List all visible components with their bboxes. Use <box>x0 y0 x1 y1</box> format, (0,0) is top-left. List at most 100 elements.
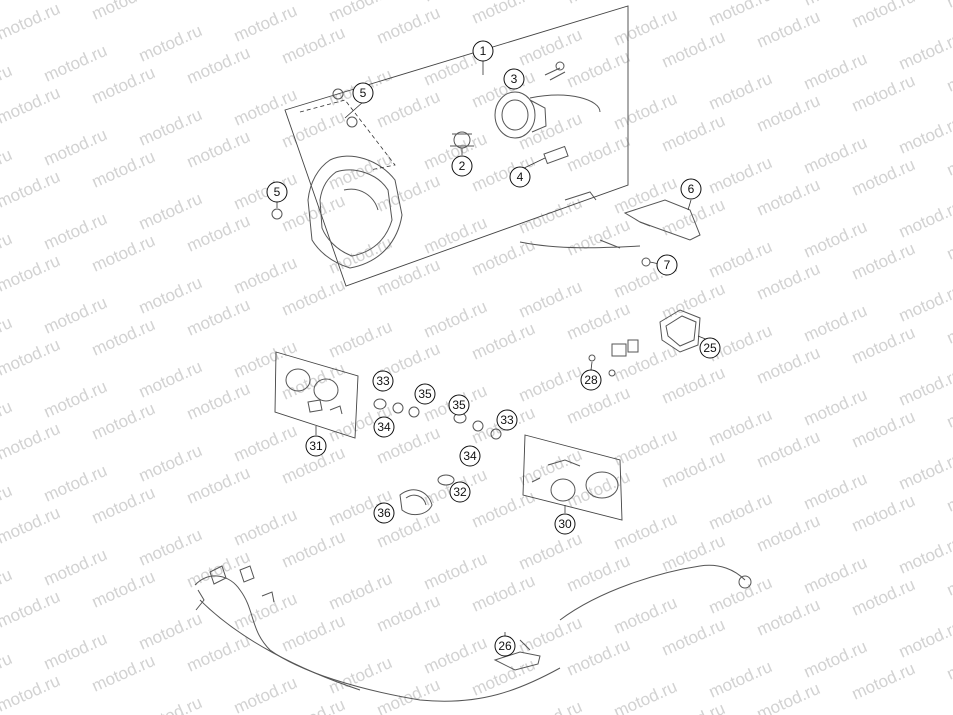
watermark-text: motod.ru <box>89 399 158 444</box>
callout-25: 25 <box>699 337 721 359</box>
watermark-text: motod.ru <box>564 299 633 344</box>
watermark-text: motod.ru <box>611 677 680 715</box>
watermark-text: motod.ru <box>944 51 953 96</box>
watermark-text: motod.ru <box>184 295 253 340</box>
callout-label: 1 <box>480 44 487 58</box>
watermark-text: motod.ru <box>41 545 110 590</box>
watermark-text: motod.ru <box>136 441 205 486</box>
watermark-text: motod.ru <box>326 569 395 614</box>
callout-label: 6 <box>688 182 695 196</box>
callout-5: 5 <box>352 82 374 104</box>
watermark-text: motod.ru <box>469 571 538 616</box>
watermark-text: motod.ru <box>754 679 823 715</box>
watermark-text: motod.ru <box>611 425 680 470</box>
watermark-text: motod.ru <box>41 125 110 170</box>
watermark-text: motod.ru <box>89 0 158 24</box>
watermark-text: motod.ru <box>659 27 728 72</box>
watermark-text: motod.ru <box>41 293 110 338</box>
tail-light-part <box>588 309 701 377</box>
watermark-text: motod.ru <box>564 383 633 428</box>
callout-label: 25 <box>703 341 717 355</box>
turn-signal-small-parts <box>373 398 502 516</box>
watermark-text: motod.ru <box>374 171 443 216</box>
headlight-wiring <box>519 191 641 249</box>
watermark-text: motod.ru <box>231 1 300 46</box>
watermark-text: motod.ru <box>849 659 918 704</box>
watermark-text: motod.ru <box>754 595 823 640</box>
watermark-text: motod.ru <box>0 61 15 106</box>
watermark-text: motod.ru <box>564 131 633 176</box>
watermark-text: motod.ru <box>279 359 348 404</box>
watermark-text: motod.ru <box>41 377 110 422</box>
watermark-text: motod.ru <box>469 235 538 280</box>
watermark-text: motod.ru <box>184 0 253 4</box>
watermark-text: motod.ru <box>469 487 538 532</box>
watermark-text: motod.ru <box>849 0 918 32</box>
callout-label: 36 <box>377 506 391 520</box>
watermark-text: motod.ru <box>0 671 63 715</box>
watermark-text: motod.ru <box>611 173 680 218</box>
watermark-text: motod.ru <box>421 297 490 342</box>
watermark-text: motod.ru <box>944 555 953 600</box>
watermark-text: motod.ru <box>0 649 15 694</box>
watermark-text: motod.ru <box>611 5 680 50</box>
watermark-text: motod.ru <box>611 509 680 554</box>
watermark-text: motod.ru <box>801 469 870 514</box>
watermark-text: motod.ru <box>374 255 443 300</box>
watermark-text: motod.ru <box>0 167 63 212</box>
callout-label: 30 <box>558 517 572 531</box>
watermark-text: motod.ru <box>184 631 253 676</box>
watermark-text: motod.ru <box>564 635 633 680</box>
watermark-text: motod.ru <box>0 565 15 610</box>
watermark-text: motod.ru <box>706 153 775 198</box>
callout-label: 3 <box>511 72 518 86</box>
watermark-text: motod.ru <box>611 593 680 638</box>
watermark-text: motod.ru <box>896 533 953 578</box>
watermark-text: motod.ru <box>89 231 158 276</box>
watermark-text: motod.ru <box>41 629 110 674</box>
watermark-text: motod.ru <box>849 323 918 368</box>
watermark-text: motod.ru <box>421 213 490 258</box>
watermark-text: motod.ru <box>659 447 728 492</box>
watermark-text: motod.ru <box>944 135 953 180</box>
callout-34: 34 <box>459 445 481 467</box>
watermark-text: motod.ru <box>0 397 15 442</box>
watermark-text: motod.ru <box>754 7 823 52</box>
watermark-text: motod.ru <box>136 693 205 715</box>
watermark-text: motod.ru <box>184 379 253 424</box>
callout-4: 4 <box>509 166 531 188</box>
watermark-text: motod.ru <box>944 387 953 432</box>
watermark-text: motod.ru <box>896 197 953 242</box>
turn-signal-panel-right <box>522 434 623 521</box>
watermark-text: motod.ru <box>89 147 158 192</box>
callout-label: 33 <box>376 374 390 388</box>
watermark-text: motod.ru <box>706 0 775 30</box>
callout-36: 36 <box>373 502 395 524</box>
watermark-text: motod.ru <box>89 63 158 108</box>
watermark-text: motod.ru <box>659 699 728 715</box>
watermark-text: motod.ru <box>611 341 680 386</box>
watermark-text: motod.ru <box>469 319 538 364</box>
watermark-text: motod.ru <box>231 253 300 298</box>
watermark-text: motod.ru <box>611 89 680 134</box>
watermark-text: motod.ru <box>801 133 870 178</box>
watermark-text: motod.ru <box>231 589 300 634</box>
callout-5: 5 <box>266 181 288 203</box>
watermark-text: motod.ru <box>564 47 633 92</box>
watermark-text: motod.ru <box>516 529 585 574</box>
watermark-text: motod.ru <box>231 169 300 214</box>
watermark-text: motod.ru <box>659 615 728 660</box>
watermark-text: motod.ru <box>706 69 775 114</box>
watermark-text: motod.ru <box>754 511 823 556</box>
watermark-text: motod.ru <box>374 591 443 636</box>
watermark-text: motod.ru <box>706 657 775 702</box>
watermark-text: motod.ru <box>754 91 823 136</box>
callout-label: 2 <box>459 159 466 173</box>
callout-label: 35 <box>452 398 466 412</box>
watermark-text: motod.ru <box>754 427 823 472</box>
callout-2: 2 <box>451 155 473 177</box>
watermark-text: motod.ru <box>564 215 633 260</box>
main-wiring-harness <box>194 564 752 702</box>
watermark-text: motod.ru <box>279 611 348 656</box>
